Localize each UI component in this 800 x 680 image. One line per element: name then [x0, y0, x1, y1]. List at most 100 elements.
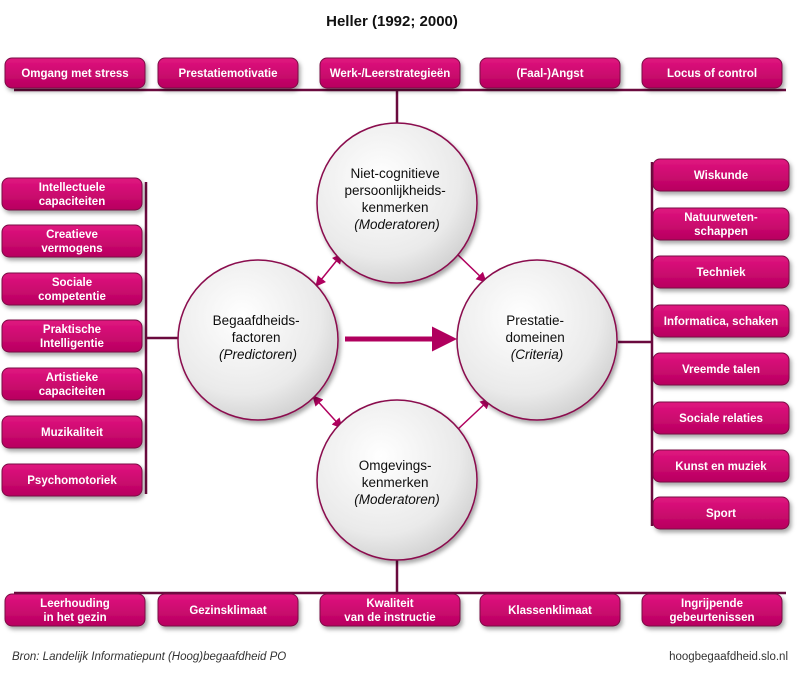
- top-factor-boxes: Omgang met stress Prestatiemotivatie Werk-…: [4, 57, 783, 89]
- bottom-box-bg: [641, 593, 783, 627]
- left-box-bg: [1, 367, 143, 401]
- connector-lines: [14, 88, 786, 595]
- top-box-5: Locus of control: [641, 57, 783, 89]
- top-box-bg: [479, 57, 621, 89]
- bottom-box-label: Kwaliteit: [366, 598, 413, 610]
- circle-noncognitive-italic: (Moderatoren): [354, 217, 440, 232]
- right-box-bg: [652, 207, 790, 241]
- right-box-label: Informatica, schaken: [664, 316, 778, 328]
- right-box-5: Vreemde talen: [652, 352, 790, 386]
- left-box-label: Muzikaliteit: [41, 427, 103, 439]
- left-box-label: Artistieke: [46, 372, 98, 384]
- left-box-label: Intellectuele: [39, 182, 105, 194]
- right-box-6: Sociale relaties: [652, 401, 790, 435]
- left-box-label: Intelligentie: [40, 338, 104, 350]
- left-box-label: capaciteiten: [39, 196, 105, 208]
- relation-arrows: [312, 251, 491, 431]
- svg-text:Prestatie- domeinen: Prestatie- domeinen (Criteria): [505, 313, 568, 362]
- right-box-label: Natuurweten-: [684, 212, 758, 224]
- svg-text:Niet-cognitieve persoonl: Niet-cognitieve persoonlijkheids- kenmer…: [344, 166, 449, 232]
- right-box-3: Techniek: [652, 255, 790, 289]
- svg-text:Begaafdheids- factoren: Begaafdheids- factoren (Predictoren): [213, 313, 304, 362]
- bottom-box-label: van de instructie: [344, 612, 435, 624]
- bottom-box-label: Klassenklimaat: [508, 605, 592, 617]
- left-factor-boxes: IntellectuelecapaciteitenCreatievevermog…: [1, 177, 143, 497]
- circle-predictors: Begaafdheids- factoren (Predictoren): [177, 259, 339, 421]
- circle-predictors-italic: (Predictoren): [219, 347, 297, 362]
- left-box-bg: [1, 272, 143, 306]
- left-box-label: Psychomotoriek: [27, 475, 117, 487]
- bottom-box-bg: [479, 593, 621, 627]
- arrow-bottom-right: [456, 398, 491, 431]
- right-box-bg: [652, 255, 790, 289]
- right-box-label: schappen: [694, 226, 748, 238]
- circle-noncognitive-line-3: kenmerken: [362, 200, 429, 215]
- bottom-box-bg: [157, 593, 299, 627]
- circle-environment-italic: (Moderatoren): [354, 492, 440, 507]
- left-box-bg: [1, 177, 143, 211]
- left-box-label: Sociale: [52, 277, 92, 289]
- left-box-bg: [1, 224, 143, 258]
- right-box-label: Vreemde talen: [682, 364, 760, 376]
- top-box-2: Prestatiemotivatie: [157, 57, 299, 89]
- right-box-label: Wiskunde: [694, 170, 748, 182]
- circle-noncognitive-line-2: persoonlijkheids-: [344, 183, 445, 198]
- bottom-box-label: gebeurtenissen: [670, 612, 755, 624]
- left-box-bg: [1, 463, 143, 497]
- top-box-label: Omgang met stress: [21, 68, 128, 80]
- bottom-box-label: Gezinsklimaat: [189, 605, 267, 617]
- right-box-4: Informatica, schaken: [652, 304, 790, 338]
- top-box-label: Prestatiemotivatie: [178, 68, 277, 80]
- circle-environment: Omgevings- kenmerken (Moderatoren): [316, 399, 478, 561]
- right-box-bg: [652, 449, 790, 483]
- circle-criteria-italic: (Criteria): [511, 347, 564, 362]
- circle-noncognitive: Niet-cognitieve persoonlijkheids- kenmer…: [316, 122, 478, 284]
- source-credit: Bron: Landelijk Informatiepunt (Hoog)beg…: [12, 651, 286, 663]
- page-title: Heller (1992; 2000): [326, 13, 458, 30]
- bottom-box-label: Leerhouding: [40, 598, 110, 610]
- bottom-box-2: Gezinsklimaat: [157, 593, 299, 627]
- bottom-box-3: Kwaliteit van de instructie: [319, 593, 461, 627]
- left-box-5: Artistieke capaciteiten: [1, 367, 143, 401]
- circle-criteria-line-1: Prestatie-: [506, 313, 564, 328]
- top-box-bg: [319, 57, 461, 89]
- arrow-top-right: [454, 251, 487, 283]
- bottom-box-label: Ingrijpende: [681, 598, 743, 610]
- top-box-label: Locus of control: [667, 68, 757, 80]
- left-box-bg: [1, 415, 143, 449]
- top-box-label: (Faal-)Angst: [516, 68, 583, 80]
- right-box-label: Kunst en muziek: [675, 461, 767, 473]
- circle-predictors-line-1: Begaafdheids-: [213, 313, 300, 328]
- left-box-label: competentie: [38, 291, 106, 303]
- right-box-2: Natuurweten-schappen: [652, 207, 790, 241]
- bottom-box-4: Klassenklimaat: [479, 593, 621, 627]
- arrow-left-bottom: [312, 395, 343, 429]
- left-box-label: vermogens: [41, 243, 102, 255]
- right-box-label: Sociale relaties: [679, 413, 763, 425]
- bottom-box-bg: [319, 593, 461, 627]
- top-box-bg: [157, 57, 299, 89]
- circle-predictors-line-2: factoren: [232, 330, 281, 345]
- left-box-label: capaciteiten: [39, 386, 105, 398]
- left-box-bg: [1, 319, 143, 353]
- circle-criteria: Prestatie- domeinen (Criteria): [456, 259, 618, 421]
- top-box-1: Omgang met stress: [4, 57, 146, 89]
- left-box-1: Intellectuele capaciteiten: [1, 177, 143, 211]
- top-box-bg: [641, 57, 783, 89]
- top-box-label: Werk-/Leerstrategieën: [330, 68, 451, 80]
- bottom-box-bg: [4, 593, 146, 627]
- left-box-6: Muzikaliteit: [1, 415, 143, 449]
- circle-criteria-line-2: domeinen: [505, 330, 564, 345]
- right-box-bg: [652, 304, 790, 338]
- right-box-bg: [652, 352, 790, 386]
- right-box-bg: [652, 401, 790, 435]
- site-url: hoogbegaafdheid.slo.nl: [669, 651, 788, 663]
- right-box-8: Sport: [652, 496, 790, 530]
- top-box-bg: [4, 57, 146, 89]
- right-box-1: Wiskunde: [652, 158, 790, 192]
